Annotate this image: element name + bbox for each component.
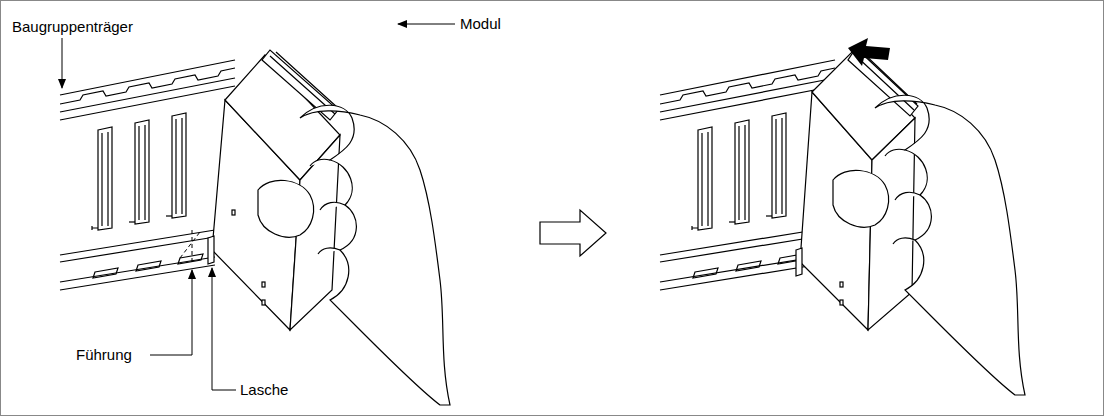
part-label: Führung (76, 346, 132, 364)
part-label: Modul (460, 15, 501, 33)
part-label: Baugruppenträger (12, 18, 133, 36)
part-label: Lasche (240, 381, 288, 399)
